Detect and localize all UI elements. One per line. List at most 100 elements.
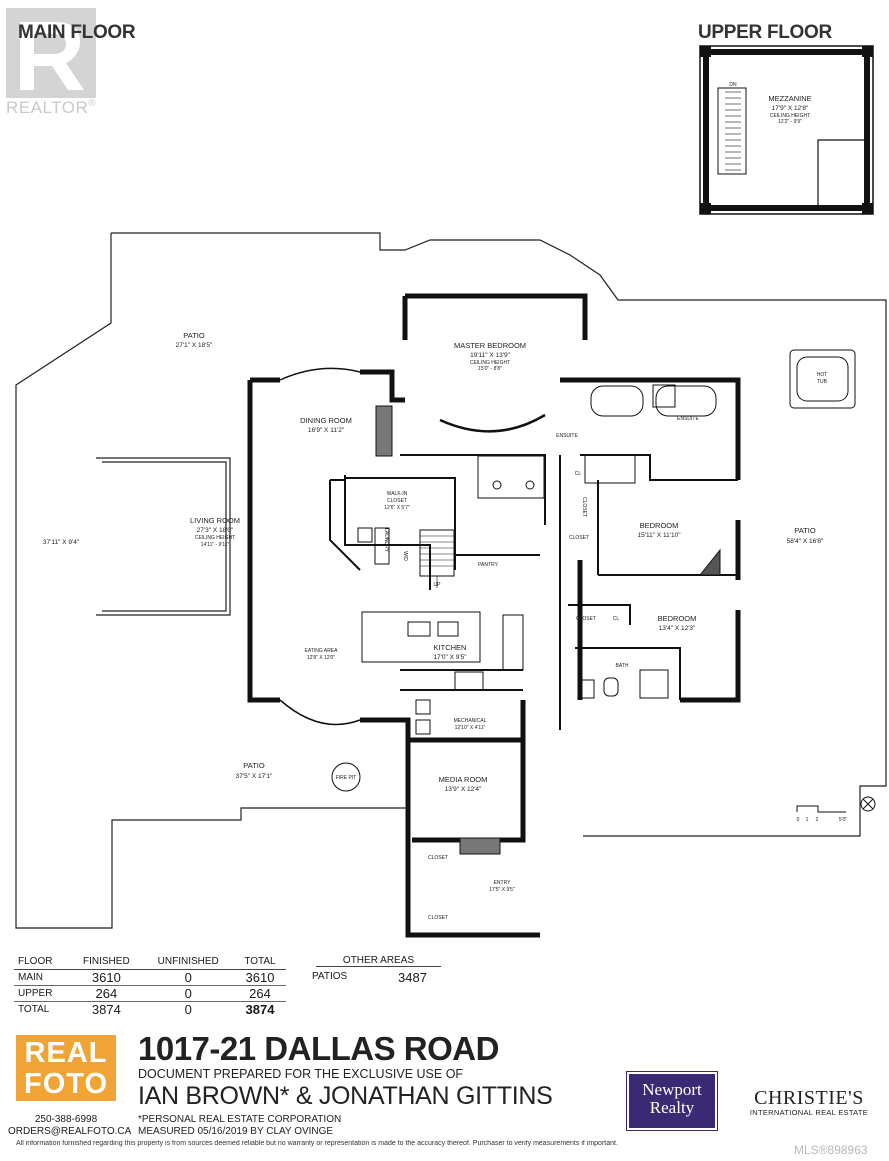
eating-area-dim: 12'8" X 12'0" (307, 655, 335, 661)
scale-tick-2: 2 (816, 817, 819, 823)
disclaimer-text: All information furnished regarding this… (16, 1140, 618, 1147)
area-total-cell: 3610 (233, 969, 286, 986)
dining-room-name: DINING ROOM (300, 416, 352, 425)
interior-walls (279, 413, 738, 730)
scale-tick-1: 1 (806, 817, 809, 823)
kitchen-dim: 17'0" X 9'5" (433, 654, 467, 661)
patio-south-name: PATIO (243, 761, 265, 770)
fixtures (331, 349, 856, 855)
upper-floor-heading: UPPER FLOOR (698, 22, 832, 43)
area-header-floor: FLOOR (14, 954, 71, 970)
scale-tick-5: 5'0" (839, 817, 848, 823)
living-room-note: CEILING HEIGHT (195, 535, 235, 541)
laundry-label: LAUNDRY (383, 528, 389, 552)
bedroom2-name: BEDROOM (658, 614, 697, 623)
table-row: TOTAL 3874 0 3874 (14, 1002, 286, 1017)
table-row: UPPER 264 0 264 (14, 985, 286, 1002)
kitchen-name: KITCHEN (434, 643, 467, 652)
bedroom1-dim: 15'11" X 11'10" (638, 532, 682, 539)
corporation-note: *PERSONAL REAL ESTATE CORPORATION (138, 1114, 342, 1125)
master-bedroom-note2: 15'0" - 8'8" (478, 366, 502, 372)
closet-entry1-label: CLOSET (428, 855, 448, 861)
ensuite-master-label: ENSUITE (556, 433, 578, 439)
upper-floor-plan (699, 45, 874, 215)
dining-room-dim: 16'9" X 11'2" (308, 427, 345, 434)
hot-tub-line2: TUB (817, 379, 828, 385)
patio-east-dim: 58'4" X 16'8" (787, 538, 824, 545)
mezzanine-stairs-dn: DN (729, 82, 737, 88)
realfoto-logo-line2: FOTO (23, 1068, 109, 1100)
mezzanine-dim: 17'9" X 12'8" (772, 105, 809, 112)
prepared-for-text: DOCUMENT PREPARED FOR THE EXCLUSIVE USE … (138, 1067, 464, 1081)
walk-in-closet-name: WALK-IN (387, 491, 408, 497)
closet-c-label: CLOSET (576, 616, 596, 622)
area-floor-cell: UPPER (14, 985, 71, 1002)
area-finished-cell: 3610 (70, 969, 143, 986)
mezzanine-name: MEZZANINE (768, 94, 811, 103)
bath-label: BATH (616, 663, 629, 669)
area-total-cell: 3874 (245, 1002, 275, 1017)
pantry-label: PANTRY (478, 562, 498, 568)
master-bedroom-name: MASTER BEDROOM (454, 341, 526, 350)
patio-outline (15, 232, 887, 929)
area-header-finished: FINISHED (70, 954, 143, 970)
master-bedroom-dim: 19'11" X 13'9" (470, 352, 511, 359)
media-room-dim: 13'9" X 12'4" (445, 786, 482, 793)
mls-watermark: MLS®898963 (794, 1143, 868, 1157)
closet-b-label: CLOSET (569, 535, 589, 541)
main-floor-heading: MAIN FLOOR (18, 22, 136, 43)
entry-dim: 17'5" X 9'5" (489, 887, 515, 893)
area-table-header: FLOOR FINISHED UNFINISHED TOTAL (14, 954, 286, 970)
entry-name: ENTRY (494, 880, 512, 886)
master-bedroom-note: CEILING HEIGHT (470, 360, 510, 366)
other-areas-value: 3487 (398, 970, 427, 985)
area-unfinished-cell: 0 (184, 1002, 192, 1017)
scale-tick-0: 0 (797, 817, 800, 823)
house-walls (247, 293, 741, 938)
bedroom2-dim: 13'4" X 12'3" (659, 625, 696, 632)
area-unfinished-cell: 0 (142, 985, 234, 1002)
mezzanine-note: CEILING HEIGHT (770, 113, 810, 119)
mezzanine-note2: 12'2" - 9'9" (778, 119, 802, 125)
realtor-logo (6, 8, 96, 98)
realfoto-phone: 250-388-6998 (34, 1114, 98, 1125)
mechanical-dim: 12'10" X 4'11" (455, 725, 486, 731)
area-header-unfinished: UNFINISHED (142, 954, 234, 970)
fire-pit-label: FIRE PIT (336, 775, 357, 781)
ensuite-second-label: ENSUITE (677, 416, 699, 422)
scale-bar (796, 796, 876, 813)
agent-names: IAN BROWN* & JONATHAN GITTINS (138, 1082, 553, 1110)
measured-note: MEASURED 05/16/2019 BY CLAY OVINGE (138, 1126, 334, 1137)
patio-east-name: PATIO (794, 526, 816, 535)
patio-north-name: PATIO (183, 331, 205, 340)
area-finished-cell: 3874 (91, 1002, 121, 1017)
newport-realty-logo: Newport Realty (626, 1071, 718, 1131)
cl2-label: CL (613, 616, 620, 622)
patio-west-dim: 37'11" X 9'4" (43, 539, 80, 546)
living-room-name: LIVING ROOM (190, 516, 240, 525)
hot-tub-line1: HOT (817, 372, 828, 378)
walk-in-closet-dim: 12'6" X 5'7" (384, 505, 410, 511)
area-floor-cell: MAIN (14, 969, 71, 986)
other-areas-label: PATIOS (312, 971, 348, 982)
walk-in-closet-name2: CLOSET (387, 498, 407, 504)
mechanical-name: MECHANICAL (454, 718, 487, 724)
other-areas-title: OTHER AREAS (316, 955, 441, 967)
area-header-total: TOTAL (233, 954, 286, 970)
table-row: MAIN 3610 0 3610 (14, 969, 286, 986)
closet-entry2-label: CLOSET (428, 915, 448, 921)
stairs-up-label: UP (434, 582, 442, 588)
closet-a-label: CLOSET (581, 497, 587, 517)
area-floor-cell: TOTAL (18, 1004, 50, 1015)
realfoto-logo: REAL FOTO (16, 1035, 116, 1101)
realtor-watermark-text: REALTOR® (6, 98, 97, 117)
area-finished-cell: 264 (70, 985, 143, 1002)
bedroom1-name: BEDROOM (640, 521, 679, 530)
media-room-name: MEDIA ROOM (439, 775, 488, 784)
property-address: 1017-21 DALLAS ROAD (138, 1030, 499, 1067)
area-unfinished-cell: 0 (142, 969, 234, 986)
newport-logo-line2: Realty (649, 1098, 695, 1117)
newport-logo-line1: Newport (642, 1080, 702, 1099)
living-room-dim: 27'3" X 18'0" (197, 527, 234, 534)
